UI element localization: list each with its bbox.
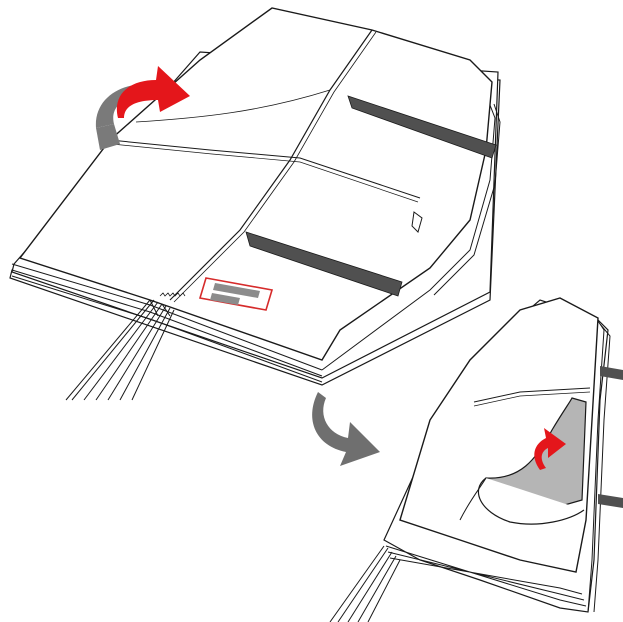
folded-strap-lower bbox=[598, 494, 623, 508]
folded-strap-upper bbox=[600, 366, 623, 380]
folded-suspension-lines bbox=[330, 546, 400, 622]
unfolded-canopy bbox=[10, 8, 500, 400]
next-step-grey-arrow-icon bbox=[312, 392, 380, 466]
